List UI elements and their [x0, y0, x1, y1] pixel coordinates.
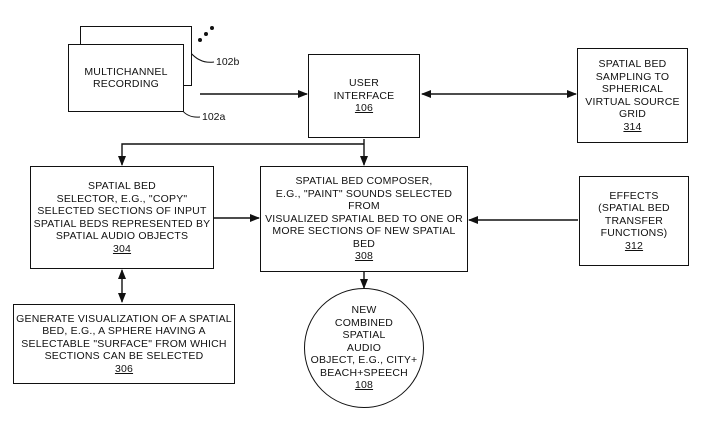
composer-line4: MORE SECTIONS OF NEW SPATIAL BED	[272, 225, 456, 250]
new-object-line6: BEACH+SPEECH	[320, 366, 408, 379]
ui-line1: USER	[349, 77, 379, 90]
selector-line1: SPATIAL BED	[88, 180, 156, 192]
multichannel-recording-box: MULTICHANNEL RECORDING	[68, 44, 184, 112]
new-object-line3: SPATIAL	[342, 329, 386, 342]
arrow-ui-to-selector	[118, 143, 364, 166]
ui-line2: INTERFACE	[333, 89, 395, 102]
composer-box: SPATIAL BED COMPOSER, E.G., "PAINT" SOUN…	[260, 166, 468, 272]
new-object-line1: NEW	[351, 304, 377, 317]
visualization-line4: SECTIONS CAN BE SELECTED	[44, 350, 204, 363]
multichannel-line1: MULTICHANNEL	[84, 65, 168, 78]
selector-box: SPATIAL BED SELECTOR, E.G., "COPY" SELEC…	[30, 166, 214, 269]
composer-ref: 308	[354, 250, 374, 263]
visualization-line3: SELECTABLE "SURFACE" FROM WHICH	[21, 337, 227, 350]
effects-line4: FUNCTIONS)	[600, 227, 668, 240]
visualization-box: GENERATE VISUALIZATION OF A SPATIAL BED,…	[13, 304, 235, 384]
multichannel-line2: RECORDING	[93, 78, 159, 90]
continuation-dot	[198, 38, 202, 42]
sampling-line1: SPATIAL BED	[598, 58, 667, 70]
visualization-line1: GENERATE VISUALIZATION OF A SPATIAL	[16, 312, 232, 325]
new-object-circle: NEW COMBINED SPATIAL AUDIO OBJECT, E.G.,…	[304, 288, 424, 408]
effects-box: EFFECTS (SPATIAL BED TRANSFER FUNCTIONS)…	[579, 176, 689, 266]
sampling-box: SPATIAL BED SAMPLING TO SPHERICAL VIRTUA…	[577, 48, 688, 143]
visualization-line2: BED, E.G., A SPHERE HAVING A	[42, 325, 206, 338]
sampling-line4: VIRTUAL SOURCE	[585, 95, 680, 108]
composer-line1: SPATIAL BED COMPOSER,	[295, 175, 433, 188]
continuation-dot	[210, 26, 214, 30]
effects-line1: EFFECTS	[609, 189, 659, 202]
new-object-ref: 108	[354, 379, 374, 392]
leader-102a	[181, 109, 201, 118]
continuation-dot	[204, 32, 208, 36]
leader-102b	[189, 51, 215, 63]
sampling-line3: SPHERICAL	[601, 83, 664, 95]
effects-line2: (SPATIAL BED	[598, 202, 670, 215]
sampling-ref: 314	[623, 120, 642, 133]
sampling-line2: SAMPLING TO	[595, 70, 670, 83]
ui-ref: 106	[354, 102, 374, 115]
user-interface-box: USER INTERFACE 106	[308, 54, 420, 138]
ref-102a: 102a	[202, 111, 226, 123]
effects-ref: 312	[624, 239, 644, 252]
visualization-ref: 306	[114, 362, 134, 375]
composer-line3: VISUALIZED SPATIAL BED TO ONE OR	[265, 212, 463, 225]
selector-line5: SPATIAL AUDIO OBJECTS	[55, 230, 189, 242]
sampling-line5: GRID	[618, 108, 647, 120]
new-object-line2: COMBINED	[334, 316, 394, 329]
new-object-line4: AUDIO	[346, 341, 382, 354]
new-object-line5: OBJECT, E.G., CITY+	[310, 354, 418, 367]
ref-102b: 102b	[216, 56, 240, 68]
selector-line2: SELECTOR, E.G., "COPY"	[56, 192, 188, 205]
effects-line3: TRANSFER	[604, 214, 664, 227]
composer-line2: E.G., "PAINT" SOUNDS SELECTED FROM	[275, 187, 453, 213]
selector-line4: SPATIAL BEDS REPRESENTED BY	[33, 217, 211, 230]
selector-line3: SELECTED SECTIONS OF INPUT	[37, 205, 207, 217]
selector-ref: 304	[112, 242, 132, 255]
